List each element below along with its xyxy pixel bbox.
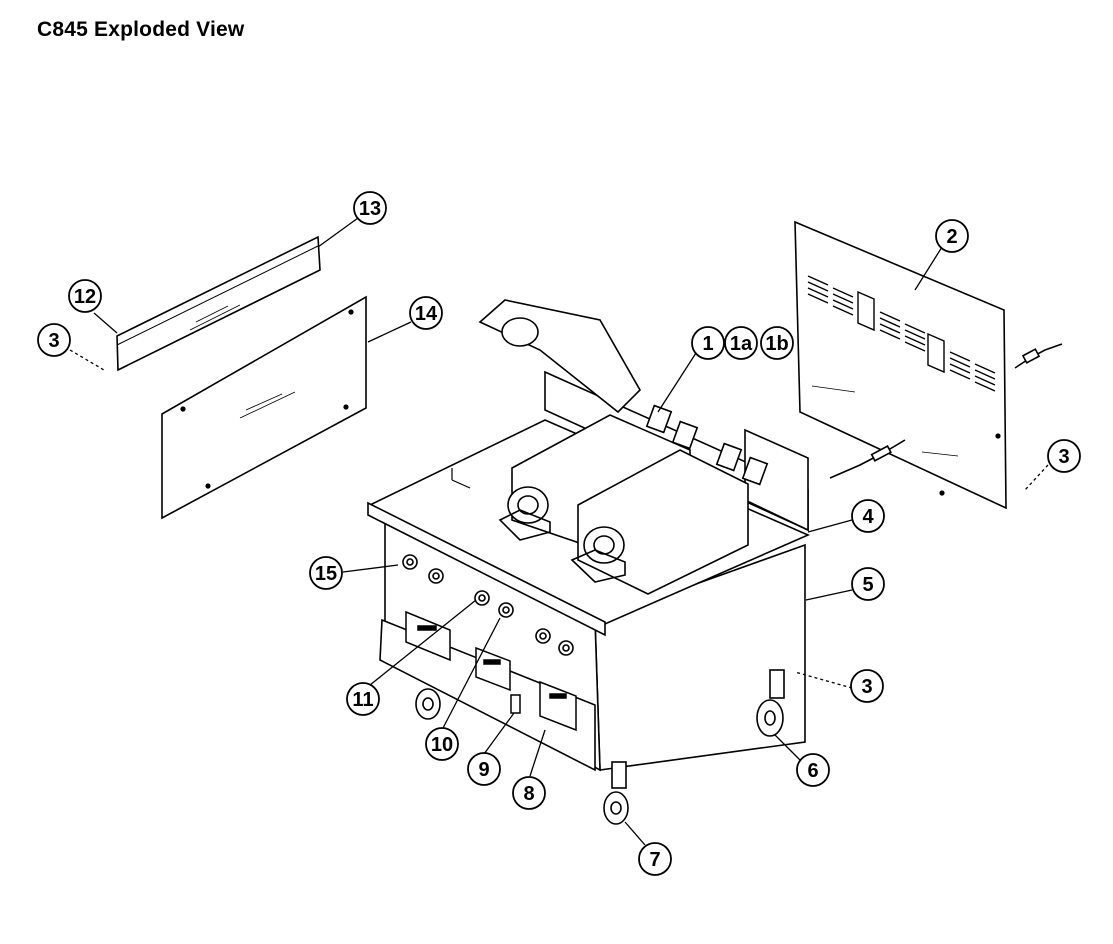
- callout-10: 10: [425, 727, 459, 761]
- svg-text:2: 2: [946, 226, 957, 248]
- platen-assembly: [478, 299, 769, 595]
- callout-11: 11: [346, 682, 380, 716]
- svg-text:7: 7: [649, 849, 660, 871]
- casters: [415, 669, 785, 825]
- svg-text:8: 8: [523, 783, 534, 805]
- callout-6: 6: [796, 753, 830, 787]
- rear-panel-part: [794, 220, 1007, 510]
- svg-text:1: 1: [702, 333, 713, 355]
- callout-9: 9: [467, 752, 501, 786]
- svg-text:5: 5: [862, 574, 873, 596]
- callout-1b: 1b: [760, 326, 794, 360]
- svg-text:14: 14: [415, 303, 438, 325]
- side-panel-part: [161, 295, 367, 520]
- callout-4: 4: [851, 499, 885, 533]
- svg-text:13: 13: [359, 198, 381, 220]
- svg-text:15: 15: [315, 563, 337, 585]
- callout-5: 5: [851, 567, 885, 601]
- svg-text:4: 4: [862, 506, 874, 528]
- callout-1: 1: [691, 326, 725, 360]
- callout-8: 8: [512, 776, 546, 810]
- callout-3-right: 3: [1047, 439, 1081, 473]
- svg-text:11: 11: [352, 689, 373, 711]
- callout-12: 12: [68, 279, 102, 313]
- svg-text:6: 6: [807, 760, 818, 782]
- svg-text:3: 3: [861, 676, 872, 698]
- svg-text:12: 12: [74, 286, 96, 308]
- callouts: 13 12 3 14 2 1 1a 1b 3 4 5 15 3 11 10 9 …: [37, 191, 1081, 876]
- callout-2: 2: [935, 219, 969, 253]
- leader-lines: [69, 217, 1049, 846]
- callout-15: 15: [309, 556, 343, 590]
- svg-text:10: 10: [431, 734, 453, 756]
- callout-14: 14: [409, 296, 443, 330]
- page-title: C845 Exploded View: [37, 18, 245, 41]
- power-cord: [829, 343, 1063, 479]
- callout-13: 13: [353, 191, 387, 225]
- svg-text:3: 3: [48, 330, 59, 352]
- svg-text:3: 3: [1058, 446, 1069, 468]
- callout-1a: 1a: [724, 326, 758, 360]
- callout-7: 7: [638, 842, 672, 876]
- control-knobs: [402, 554, 574, 656]
- svg-text:1a: 1a: [730, 333, 753, 355]
- svg-text:1b: 1b: [765, 333, 788, 355]
- trim-strip-part: [116, 235, 321, 372]
- control-displays: [405, 610, 577, 732]
- svg-text:9: 9: [478, 759, 489, 781]
- callout-3-bottom: 3: [850, 669, 884, 703]
- callout-3-left: 3: [37, 323, 71, 357]
